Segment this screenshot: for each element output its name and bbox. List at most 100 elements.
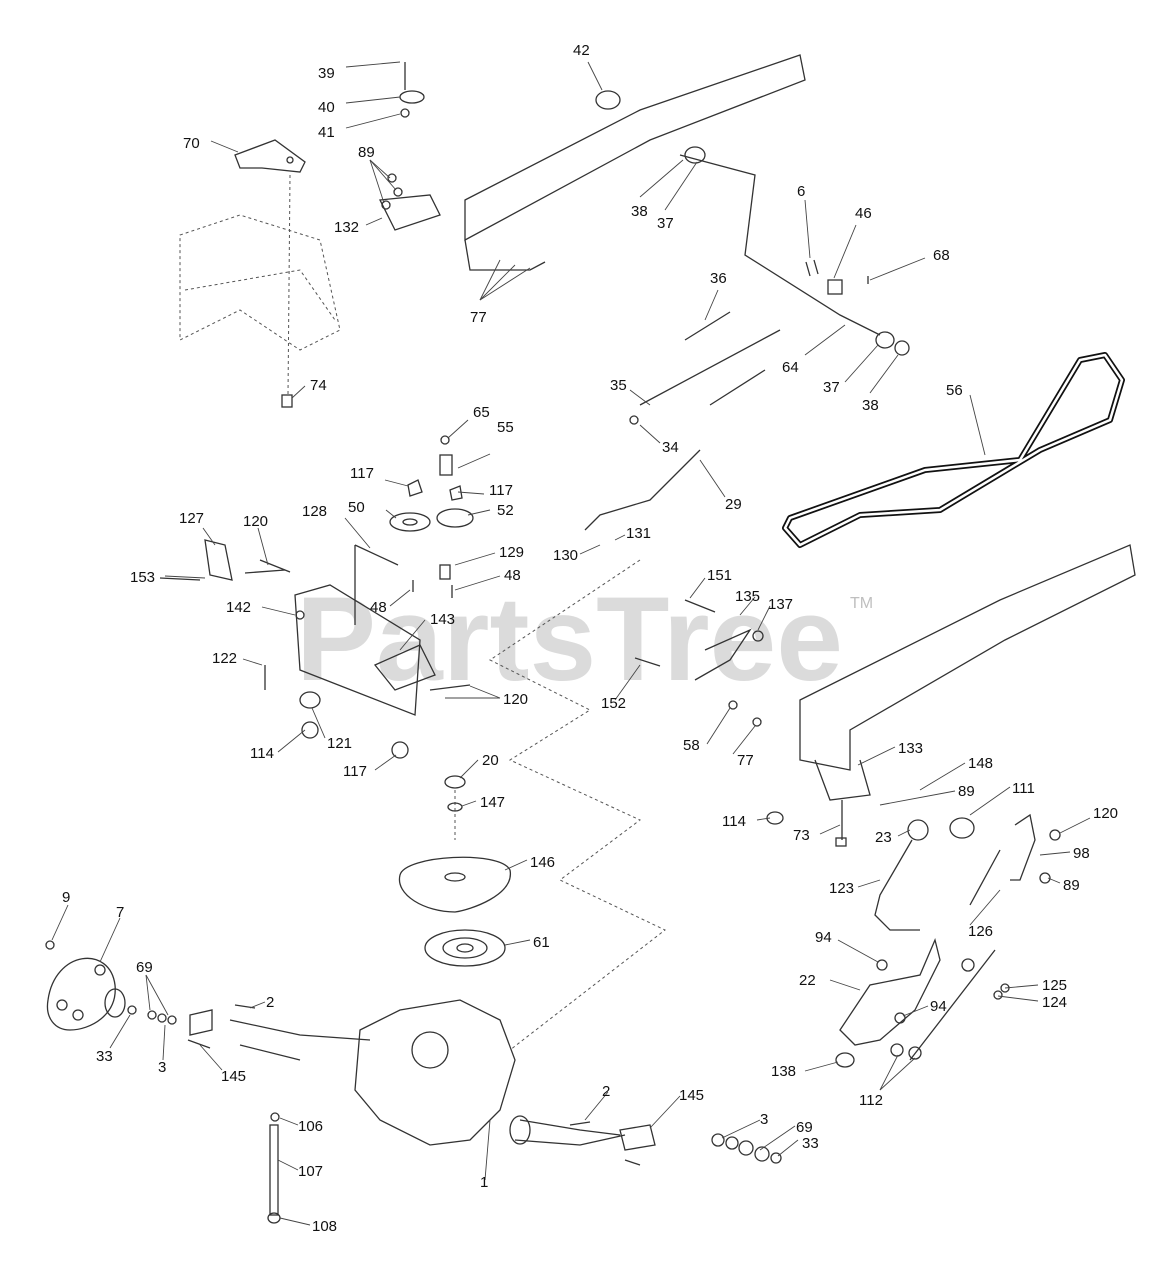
callout-120b: 120 [503, 691, 528, 708]
callout-137: 137 [768, 596, 793, 613]
callout-2b: 2 [602, 1083, 610, 1100]
callout-7: 7 [116, 904, 124, 921]
callout-117c: 117 [343, 763, 367, 780]
callout-38b: 38 [862, 397, 879, 414]
callout-77b: 77 [737, 752, 754, 769]
callout-42: 42 [573, 42, 590, 59]
callout-129: 129 [499, 544, 524, 561]
callout-46: 46 [855, 205, 872, 222]
drive-belt-56 [782, 352, 1125, 548]
callout-77: 77 [470, 309, 487, 326]
callout-labels: 39 40 41 42 70 89 132 38 37 6 46 68 77 3… [62, 42, 1118, 1235]
callout-38: 38 [631, 203, 648, 220]
callout-112: 112 [859, 1092, 883, 1109]
callout-73: 73 [793, 827, 810, 844]
left-hub [45, 940, 256, 1049]
leader-70-74 [287, 174, 291, 396]
callout-61: 61 [533, 934, 550, 951]
lower-right-frame [634, 544, 1136, 847]
callout-106: 106 [298, 1118, 323, 1135]
callout-36: 36 [710, 270, 727, 287]
callout-107: 107 [298, 1163, 323, 1180]
lift-rod [679, 146, 910, 356]
callout-152: 152 [601, 695, 626, 712]
callout-130: 130 [553, 547, 578, 564]
callout-50: 50 [348, 499, 365, 516]
callout-120: 120 [243, 513, 268, 530]
callout-124: 124 [1042, 994, 1067, 1011]
callout-108: 108 [312, 1218, 337, 1235]
right-hub [569, 1121, 782, 1166]
callout-65: 65 [473, 404, 490, 421]
callout-143: 143 [430, 611, 455, 628]
callout-131: 131 [626, 525, 651, 542]
callout-41: 41 [318, 124, 335, 141]
pulley-stack [398, 775, 511, 967]
callout-56: 56 [946, 382, 963, 399]
callout-132: 132 [334, 219, 359, 236]
callout-68: 68 [933, 247, 950, 264]
callout-89: 89 [358, 144, 375, 161]
callout-6: 6 [797, 183, 805, 200]
callout-142: 142 [226, 599, 251, 616]
callout-33: 33 [96, 1048, 113, 1065]
callout-23: 23 [875, 829, 892, 846]
callout-117b: 117 [489, 482, 513, 499]
idler-assembly [354, 435, 474, 625]
upper-frame [378, 54, 806, 271]
callout-94b: 94 [930, 998, 947, 1015]
callout-138: 138 [771, 1063, 796, 1080]
callout-135: 135 [735, 588, 760, 605]
callout-94: 94 [815, 929, 832, 946]
watermark-tm: TM [850, 595, 873, 612]
callout-3b: 3 [760, 1111, 768, 1128]
callout-125: 125 [1042, 977, 1067, 994]
callout-89b: 89 [958, 783, 975, 800]
callout-89c: 89 [1063, 877, 1080, 894]
pin-39-40-41 [399, 62, 425, 118]
leader-lines [51, 61, 1091, 1226]
callout-69: 69 [136, 959, 153, 976]
fender-outline [179, 214, 341, 351]
callout-74: 74 [310, 377, 327, 394]
callout-123: 123 [829, 880, 854, 897]
callout-40: 40 [318, 99, 335, 116]
callout-9: 9 [62, 889, 70, 906]
bracket-70 [234, 139, 306, 173]
callout-126: 126 [968, 923, 993, 940]
callout-22: 22 [799, 972, 816, 989]
mount-plate-142 [159, 539, 471, 759]
callout-145: 145 [221, 1068, 246, 1085]
rod-107 [267, 1112, 281, 1224]
callout-127: 127 [179, 510, 204, 527]
callout-48: 48 [504, 567, 521, 584]
callout-148: 148 [968, 755, 993, 772]
callout-133: 133 [898, 740, 923, 757]
callout-122: 122 [212, 650, 237, 667]
callout-3: 3 [158, 1059, 166, 1076]
callout-29: 29 [725, 496, 742, 513]
callout-153: 153 [130, 569, 155, 586]
callout-55: 55 [497, 419, 514, 436]
callout-98: 98 [1073, 845, 1090, 862]
watermark-text: PartsTree [296, 572, 843, 706]
bolt-74 [281, 394, 293, 408]
callout-121: 121 [327, 735, 352, 752]
callout-114: 114 [250, 745, 274, 762]
rods-29-34-35-36 [584, 311, 781, 531]
callout-48b: 48 [370, 599, 387, 616]
callout-58: 58 [683, 737, 700, 754]
callout-145b: 145 [679, 1087, 704, 1104]
callout-20: 20 [482, 752, 499, 769]
callout-70: 70 [183, 135, 200, 152]
callout-34: 34 [662, 439, 679, 456]
callout-120c: 120 [1093, 805, 1118, 822]
callout-39: 39 [318, 65, 335, 82]
callout-52: 52 [497, 502, 514, 519]
callout-151: 151 [707, 567, 732, 584]
callout-37: 37 [657, 215, 674, 232]
transaxle-1 [229, 999, 626, 1146]
callout-64: 64 [782, 359, 799, 376]
